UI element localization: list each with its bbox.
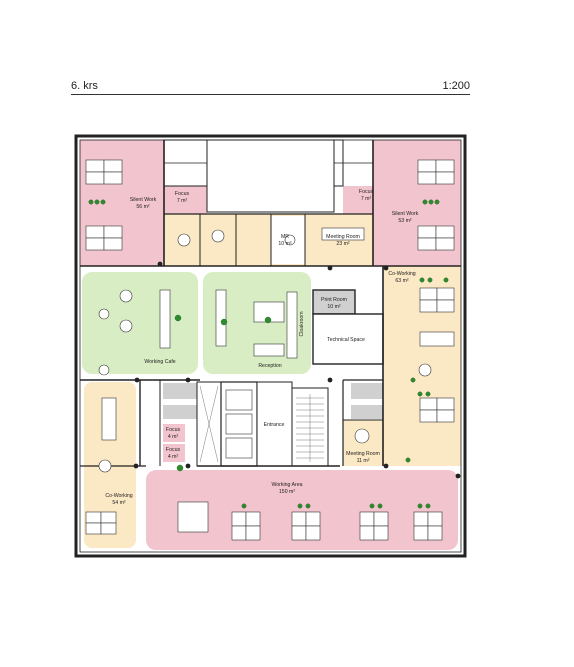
label-working-area: Working Area	[271, 482, 302, 488]
label-silent-work-right: Silent Work	[392, 211, 419, 217]
zone-focus-top-right	[343, 186, 373, 214]
area-focus-top-right: 7 m²	[361, 196, 372, 202]
label-cloakroom: Cloakroom	[299, 311, 305, 336]
area-meeting-room-small: 11 m²	[357, 458, 370, 464]
area-mr-small: 10 m²	[278, 241, 292, 247]
label-working-cafe: Working Cafe	[144, 359, 175, 365]
area-co-working-right: 63 m²	[395, 278, 409, 284]
zone-focus-mid-1	[163, 424, 185, 442]
area-working-area: 150 m²	[279, 489, 295, 495]
label-focus-mid-2: Focus	[166, 447, 181, 453]
label-print-room: Print Room	[321, 297, 347, 303]
zone-wc-3	[351, 383, 383, 399]
header-rule	[71, 94, 470, 95]
label-meeting-room-small: Meeting Room	[346, 451, 380, 457]
label-entrance: Entrance	[264, 422, 285, 428]
label-focus-top-right: Focus	[359, 189, 374, 195]
label-silent-work-left: Silent Work	[130, 197, 157, 203]
zone-wc-4	[351, 405, 383, 419]
furniture-round-tables	[98, 229, 432, 473]
area-focus-top-left: 7 m²	[177, 198, 188, 204]
area-focus-mid-2: 4 m²	[168, 454, 179, 460]
zone-wc-1	[163, 383, 197, 399]
label-co-working-left: Co-Working	[105, 493, 132, 499]
area-focus-mid-1: 4 m²	[168, 434, 179, 440]
label-mr-small: MR	[281, 234, 289, 240]
zone-focus-top-left	[164, 186, 207, 214]
area-meeting-room-top: 23 m²	[336, 241, 350, 247]
furniture-desks	[85, 159, 455, 541]
label-reception: Reception	[258, 363, 281, 369]
plants	[88, 199, 449, 509]
area-co-working-left: 54 m²	[112, 500, 126, 506]
pillars	[133, 261, 461, 479]
label-focus-top-left: Focus	[175, 191, 190, 197]
floor-label: 6. krs	[71, 80, 98, 92]
zone-working-cafe	[82, 272, 198, 374]
label-co-working-right: Co-Working	[388, 271, 415, 277]
zone-fills	[80, 140, 461, 550]
zone-wc-2	[163, 405, 197, 419]
zone-print-room	[313, 290, 355, 314]
area-silent-work-right: 53 m²	[398, 218, 412, 224]
scale-label: 1:200	[442, 80, 470, 92]
label-focus-mid-1: Focus	[166, 427, 181, 433]
area-print-room: 10 m²	[327, 304, 341, 310]
room-labels: Silent Work 56 m² Silent Work 53 m² Focu…	[105, 189, 418, 506]
outer-wall	[74, 134, 467, 558]
stairs	[199, 385, 324, 463]
label-technical-space: Technical Space	[327, 337, 365, 343]
zone-focus-mid-2	[163, 444, 185, 462]
label-meeting-room-top: Meeting Room	[326, 234, 360, 240]
area-silent-work-left: 56 m²	[136, 204, 150, 210]
walls	[74, 134, 467, 558]
